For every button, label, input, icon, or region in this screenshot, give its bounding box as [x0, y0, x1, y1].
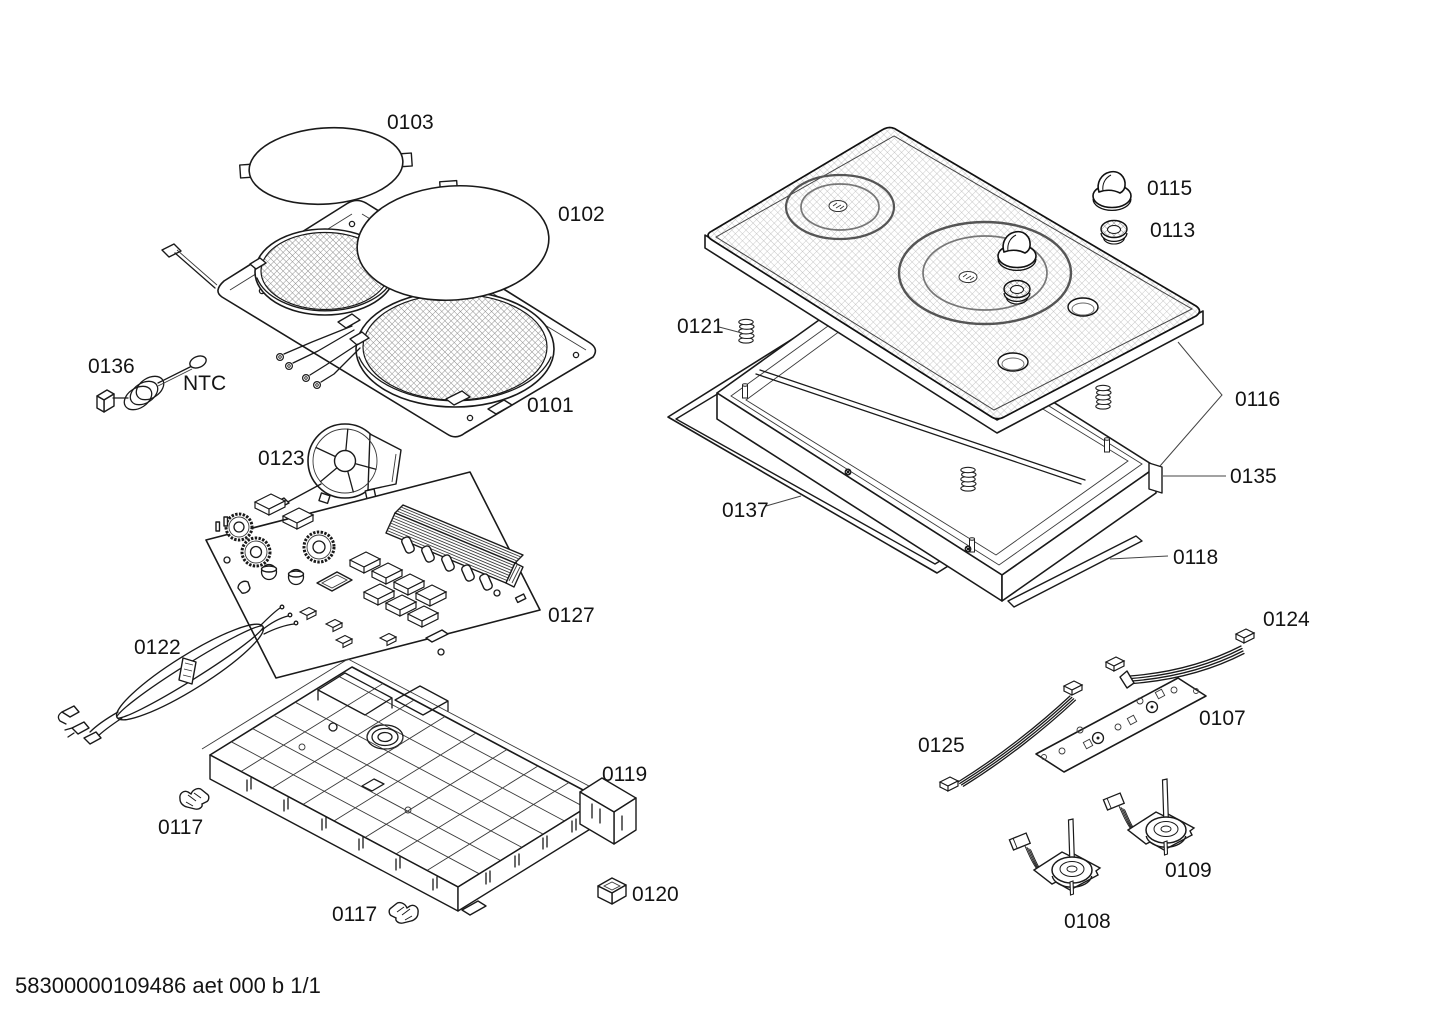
spring-pin — [742, 383, 748, 399]
document-code: 58300000109486 aet 000 b 1/1 — [15, 973, 321, 998]
power-pcb: 0127 — [205, 471, 595, 679]
spacer-block-0120 — [597, 877, 627, 905]
rotary-switch-0109 — [1102, 778, 1195, 856]
pan-screws — [844, 468, 972, 553]
label-0101: 0101 — [527, 394, 574, 417]
ring-terminal — [302, 374, 310, 382]
label-0136: 0136 — [88, 355, 135, 378]
cable-wrap — [178, 657, 197, 685]
control-knob-0115 — [1092, 170, 1132, 212]
seal-strip-0118 — [1007, 535, 1143, 608]
label-0122: 0122 — [134, 636, 181, 659]
label-0137: 0137 — [722, 499, 769, 522]
coil-lead-wires — [276, 325, 361, 389]
label-0115: 0115 — [1147, 177, 1192, 200]
control-pcb-0107 — [1035, 677, 1207, 773]
label-0102: 0102 — [558, 203, 605, 226]
mounting-pan-0135 — [716, 284, 1163, 602]
induction-coil-large — [355, 290, 555, 408]
label-0116: 0116 — [1235, 388, 1280, 411]
film-capacitor — [254, 493, 286, 516]
coil-carrier-assembly: 0103 0102 0101 — [161, 111, 605, 438]
label-0135: 0135 — [1230, 465, 1277, 488]
control-components: 0124 0125 0107 0108 0109 — [918, 608, 1310, 933]
glass-ceramic-top — [704, 126, 1204, 434]
label-0125: 0125 — [918, 734, 965, 757]
pcb-board — [205, 471, 541, 679]
spring-0121 — [738, 318, 755, 344]
label-0124: 0124 — [1263, 608, 1310, 631]
knob-hole — [997, 352, 1029, 372]
label-0113: 0113 — [1150, 219, 1195, 242]
label-0108: 0108 — [1064, 910, 1111, 933]
tray-wall-slots — [246, 777, 577, 891]
toroid-chokes — [224, 512, 336, 568]
burner-zone-small — [784, 173, 896, 241]
fastener-clip-0117 — [388, 901, 419, 924]
hob-top-assembly: 0121 0116 0135 0137 0118 0115 0113 — [667, 126, 1280, 608]
base-tray-assembly: 0119 0117 0117 0120 — [158, 658, 679, 926]
label-0117-left: 0117 — [158, 816, 203, 839]
mica-sheet-0103 — [239, 126, 413, 206]
mains-cable: 0122 — [57, 604, 299, 745]
fastener-clip-0117 — [179, 787, 210, 810]
label-0107: 0107 — [1199, 707, 1246, 730]
burner-zone-large — [897, 220, 1073, 326]
label-0121: 0121 — [677, 315, 724, 338]
label-0118: 0118 — [1173, 546, 1218, 569]
fan-seat — [366, 724, 404, 750]
cooling-fan: 0123 — [258, 423, 402, 508]
label-0119: 0119 — [602, 763, 647, 786]
ring-terminal — [285, 362, 293, 370]
label-ntc: NTC — [183, 372, 226, 395]
knob-hole — [1067, 297, 1099, 317]
rotary-switch-0108 — [1008, 818, 1101, 896]
ribbon-cable-0125 — [939, 680, 1083, 792]
ntc-sensor: 0136 NTC — [88, 355, 226, 413]
knob-seal-0113 — [1100, 219, 1128, 245]
tray-grid — [231, 675, 587, 875]
corner-bracket — [161, 243, 182, 258]
label-0123: 0123 — [258, 447, 305, 470]
label-0117-bottom: 0117 — [332, 903, 377, 926]
label-0109: 0109 — [1165, 859, 1212, 882]
label-0127: 0127 — [548, 604, 595, 627]
ring-terminal — [276, 353, 284, 361]
spring-0121 — [960, 466, 977, 492]
ntc-sensor-head — [189, 355, 207, 369]
ring-terminal — [313, 381, 321, 389]
heatsink — [385, 504, 524, 588]
label-0103: 0103 — [387, 111, 434, 134]
label-0120: 0120 — [632, 883, 679, 906]
spring-0121 — [1095, 384, 1112, 410]
spring-pin — [1104, 437, 1110, 453]
ribbon-cable-0124 — [1105, 628, 1255, 689]
mica-sheet-0102 — [356, 179, 550, 302]
